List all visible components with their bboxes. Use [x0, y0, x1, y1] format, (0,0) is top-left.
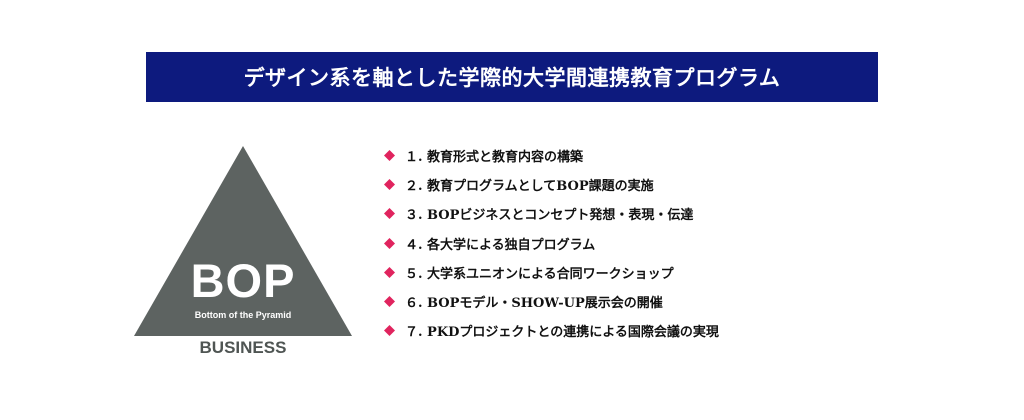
list-item-label: ５. 大学系ユニオンによる合同ワークショップ [405, 266, 674, 282]
pyramid-triangle [134, 146, 352, 336]
logo-subtitle: Bottom of the Pyramid [194, 310, 292, 320]
list-item-label: ２. 教育プログラムとしてBOP課題の実施 [405, 179, 654, 195]
page-title: デザイン系を軸とした学際的大学間連携教育プログラム [243, 66, 781, 90]
list-item-label: １. 教育形式と教育内容の構築 [405, 150, 584, 166]
program-list: １. 教育形式と教育内容の構築 ２. 教育プログラムとしてBOP課題の実施 ３.… [384, 141, 719, 345]
list-item-label: ３. BOPビジネスとコンセプト発想・表現・伝達 [405, 208, 694, 224]
list-item: ６. BOPモデル・SHOW-UP展示会の開催 [384, 287, 719, 316]
list-item: ４. 各大学による独自プログラム [384, 229, 719, 258]
diamond-icon [384, 150, 395, 162]
list-item-label: ７. PKDプロジェクトとの連携による国際会議の実現 [405, 325, 719, 341]
list-item: １. 教育形式と教育内容の構築 [384, 141, 719, 170]
list-item: ５. 大学系ユニオンによる合同ワークショップ [384, 258, 719, 287]
diamond-icon [384, 208, 395, 220]
logo-bop-text: BOP [190, 254, 296, 307]
diamond-icon [384, 266, 395, 278]
bop-pyramid-logo [134, 146, 352, 336]
diamond-icon [384, 296, 395, 308]
list-item: ７. PKDプロジェクトとの連携による国際会議の実現 [384, 316, 719, 345]
list-item: ３. BOPビジネスとコンセプト発想・表現・伝達 [384, 199, 719, 228]
title-banner: デザイン系を軸とした学際的大学間連携教育プログラム [146, 52, 878, 102]
diamond-icon [384, 237, 395, 249]
diamond-icon [384, 325, 395, 337]
list-item-label: ６. BOPモデル・SHOW-UP展示会の開催 [405, 296, 663, 312]
diamond-icon [384, 179, 395, 191]
list-item-label: ４. 各大学による独自プログラム [405, 237, 596, 253]
logo-business-caption: BUSINESS [199, 338, 287, 357]
list-item: ２. 教育プログラムとしてBOP課題の実施 [384, 170, 719, 199]
